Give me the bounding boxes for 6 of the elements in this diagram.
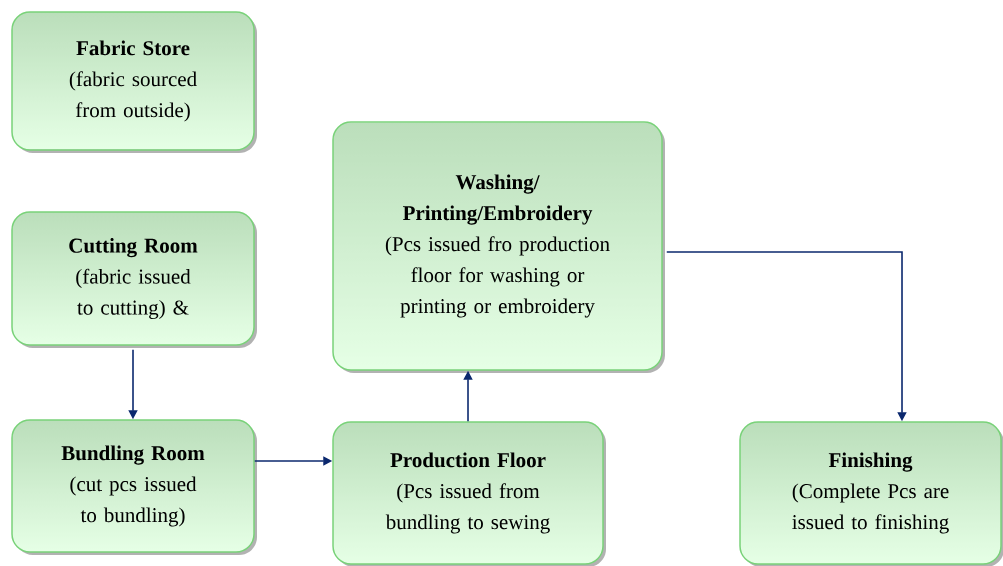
process-box: Finishing (Complete Pcs are issued to finishing — [739, 421, 1003, 566]
process-box: Bundling Room (cut pcs issued to bundling) — [11, 419, 257, 555]
process-box: Production Floor (Pcs issued from bundling to sewing — [332, 421, 606, 566]
process-box: Fabric Store (fabric sourced from outside) — [11, 11, 257, 153]
process-box: Washing/ Printing/Embroidery (Pcs issued fro production floor for washing or printing or embroidery — [332, 121, 665, 373]
process-box: Cutting Room (fabric issued to cutting) & — [11, 211, 257, 348]
